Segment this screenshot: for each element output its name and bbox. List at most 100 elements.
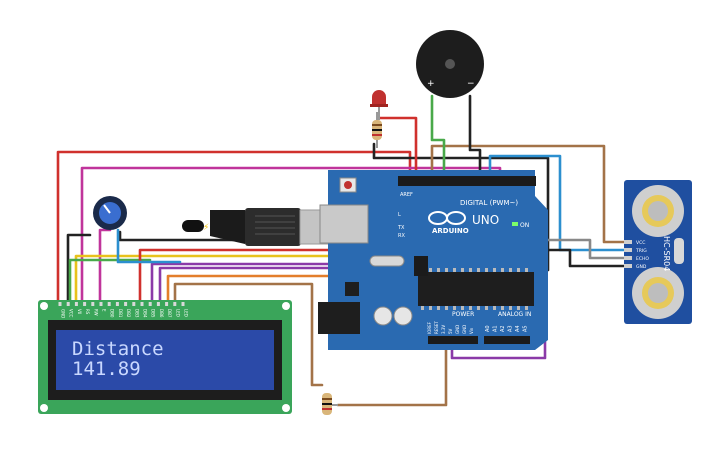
wire-black-buzzer[interactable]: [468, 94, 482, 188]
buzzer-hole: [445, 59, 455, 69]
analog-header: [484, 336, 530, 344]
usb-plug-body: [210, 210, 245, 244]
sensor-transducer-bottom-core: [648, 283, 668, 303]
chip-pin: [429, 268, 432, 272]
chip-pins: [421, 268, 528, 310]
potentiometer-indicator: [103, 204, 111, 214]
resistor-band: [372, 124, 382, 126]
wire-blue-sensor[interactable]: [488, 154, 628, 252]
chip-pin: [509, 268, 512, 272]
capacitor-1: [373, 306, 393, 326]
chip-pin: [461, 306, 464, 310]
l-label: L: [398, 212, 401, 218]
chip-pin: [477, 268, 480, 272]
led-base: [370, 104, 388, 107]
voltage-regulator: [345, 282, 359, 296]
power-pin-label: 5V: [448, 328, 453, 334]
power-pin-label: IOREF: [427, 321, 432, 334]
sensor-pin-label: VCC: [636, 240, 645, 246]
lcd-line-1: Distance: [72, 338, 164, 360]
lcd-pin[interactable]: [173, 302, 177, 306]
chip-pin: [469, 306, 472, 310]
resistor-band: [372, 134, 382, 136]
lcd-pin[interactable]: [74, 302, 78, 306]
wire-blue-lcd[interactable]: [116, 228, 182, 264]
lcd-pin[interactable]: [107, 302, 111, 306]
lcd-pin-label: VCC: [69, 309, 74, 318]
sensor-pin-label: ECHO: [636, 256, 649, 262]
power-pin-label: RESET: [434, 321, 439, 334]
chip-pin: [445, 268, 448, 272]
lcd-pin[interactable]: [132, 302, 136, 306]
wire-red-led[interactable]: [378, 116, 418, 188]
aref-label: AREF: [400, 192, 413, 198]
chip-pin: [509, 306, 512, 310]
lcd-pin-label: DB6: [159, 309, 164, 318]
lcd-pin[interactable]: [156, 302, 160, 306]
sensor-transducer-top-core: [648, 201, 668, 221]
lcd-pin[interactable]: [148, 302, 152, 306]
arduino-brand: ARDUINO: [432, 227, 469, 235]
sensor-pin-label: TRIG: [635, 248, 647, 254]
sensor-pin[interactable]: [624, 248, 632, 252]
analog-pin-label: A4: [515, 325, 521, 332]
lcd-pin[interactable]: [181, 302, 185, 306]
chip-pin: [453, 268, 456, 272]
lcd-pin[interactable]: [91, 302, 95, 306]
sensor-pin[interactable]: [624, 256, 632, 260]
lcd-pin[interactable]: [115, 302, 119, 306]
lcd-mount-hole: [40, 404, 48, 412]
chip-pin: [421, 306, 424, 310]
lcd-mount-hole: [282, 404, 290, 412]
red-led[interactable]: [370, 90, 388, 120]
lcd-pin[interactable]: [124, 302, 128, 306]
power-pin-label: 3.3V: [441, 325, 446, 334]
arduino-logo: ARDUINO UNO: [428, 211, 499, 235]
on-label: ON: [520, 222, 529, 229]
sensor-pin[interactable]: [624, 240, 632, 244]
chip-pin: [437, 268, 440, 272]
resistor-led[interactable]: [372, 112, 382, 148]
power-pin-label: GND: [462, 325, 467, 334]
sensor-crystal: [674, 238, 684, 264]
reset-button-cap[interactable]: [344, 181, 352, 189]
lcd-pin[interactable]: [140, 302, 144, 306]
lightning-icon: ⚡: [203, 223, 209, 233]
lcd-pin-label: V0: [77, 309, 82, 315]
lcd-pin-label: RW: [93, 309, 98, 316]
chip-pin: [525, 306, 528, 310]
lcd-pin-label: DB4: [143, 309, 148, 318]
wire-brown-lcd[interactable]: [173, 282, 324, 387]
buzzer[interactable]: + −: [416, 30, 484, 98]
chip-pin: [429, 306, 432, 310]
sensor-pin[interactable]: [624, 264, 632, 268]
lcd-pin[interactable]: [66, 302, 70, 306]
sensor-model: HC-SR04: [662, 236, 671, 271]
chip-pin: [453, 306, 456, 310]
potentiometer[interactable]: [93, 196, 127, 230]
lcd-pin[interactable]: [165, 302, 169, 306]
wire-black-gnd[interactable]: [66, 233, 92, 302]
chip-pin: [445, 306, 448, 310]
lcd-pin[interactable]: [99, 302, 103, 306]
power-label: POWER: [452, 311, 474, 318]
wire-green-lcd[interactable]: [68, 258, 152, 302]
crystal: [369, 255, 405, 267]
wire-black-sensor[interactable]: [543, 248, 628, 268]
chip-pin: [517, 268, 520, 272]
wire-magenta-pot-2[interactable]: [98, 228, 112, 302]
resistor-lcd[interactable]: [322, 393, 338, 415]
wire-brown-sensor[interactable]: [430, 144, 628, 244]
chip-pin: [493, 268, 496, 272]
wire-gray-sensor[interactable]: [543, 238, 628, 260]
analog-pin-label: A2: [500, 325, 506, 332]
lcd-pin[interactable]: [58, 302, 62, 306]
lcd-mount-hole: [40, 302, 48, 310]
wire-green-buzzer[interactable]: [430, 94, 446, 188]
arduino-board[interactable]: DIGITAL (PWM~) AREF ARDUINO UNO TX RX L …: [318, 170, 548, 350]
lcd-pin[interactable]: [83, 302, 87, 306]
